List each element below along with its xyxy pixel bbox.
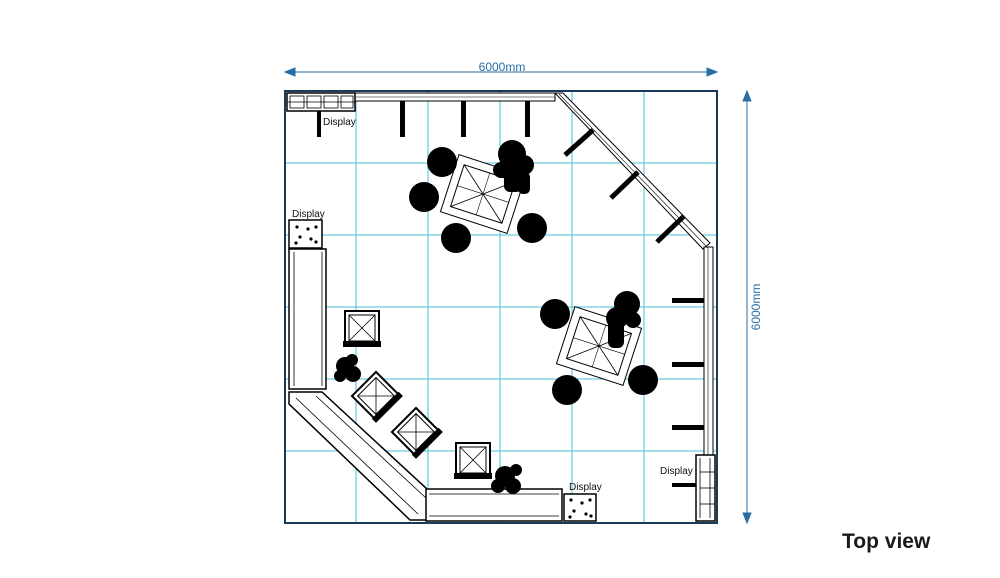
top-wall-brackets xyxy=(400,101,530,137)
left-counter xyxy=(288,248,327,390)
display-label-left: Display xyxy=(292,209,325,220)
diagonal-counter xyxy=(288,391,429,521)
booth-boundary xyxy=(284,90,718,524)
view-title: Top view xyxy=(842,530,931,553)
plant-bottom xyxy=(491,464,522,494)
dimension-width xyxy=(283,67,719,77)
display-label-right: Display xyxy=(660,466,693,477)
diagonal-wall-brackets xyxy=(563,128,686,244)
top-left-display-shelf xyxy=(286,92,356,137)
height-dimension-label: 6000mm xyxy=(749,284,763,331)
table-group-2 xyxy=(540,291,658,405)
right-wall xyxy=(703,246,714,456)
width-dimension-label: 6000mm xyxy=(479,60,526,74)
dimension-height xyxy=(742,89,752,525)
bottom-display-pedestal xyxy=(563,493,597,522)
display-label-bottom: Display xyxy=(569,482,602,493)
table-group-1 xyxy=(409,140,547,253)
right-wall-brackets xyxy=(672,298,704,430)
plant-left xyxy=(334,354,361,382)
left-display-pedestal xyxy=(288,219,323,249)
right-display-shelf xyxy=(672,454,716,522)
bottom-counter xyxy=(425,488,563,522)
diagonal-wall-top-right xyxy=(553,92,711,250)
display-label-top-left: Display xyxy=(323,117,356,128)
